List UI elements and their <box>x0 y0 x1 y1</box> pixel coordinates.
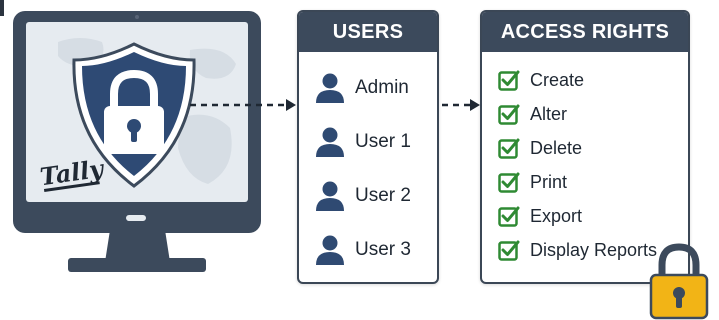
checkbox-checked-icon[interactable] <box>498 239 520 261</box>
user-item-label: User 3 <box>355 239 411 260</box>
user-item-label: User 2 <box>355 185 411 206</box>
checkbox-checked-icon[interactable] <box>498 171 520 193</box>
user-item-admin[interactable]: Admin <box>315 70 409 106</box>
right-item-label: Display Reports <box>530 239 658 260</box>
user-icon <box>316 235 344 265</box>
padlock-icon <box>649 243 709 320</box>
right-item-create[interactable]: Create <box>498 66 584 94</box>
users-panel: USERS Admin User 1 User 2 User 3 <box>297 10 439 284</box>
right-item-export[interactable]: Export <box>498 202 582 230</box>
checkbox-checked-icon[interactable] <box>498 103 520 125</box>
checkbox-checked-icon[interactable] <box>498 205 520 227</box>
user-item-user-3[interactable]: User 3 <box>315 232 411 268</box>
right-item-delete[interactable]: Delete <box>498 134 582 162</box>
right-item-label: Alter <box>530 103 568 124</box>
access-rights-panel: ACCESS RIGHTS Create Alter Delete Print <box>480 10 690 284</box>
right-item-display-reports[interactable]: Display Reports <box>498 236 657 264</box>
checkbox-checked-icon[interactable] <box>498 69 520 91</box>
right-item-label: Delete <box>530 137 583 158</box>
user-item-user-1[interactable]: User 1 <box>315 124 411 160</box>
user-item-user-2[interactable]: User 2 <box>315 178 411 214</box>
user-icon <box>316 73 344 103</box>
right-item-label: Export <box>530 205 583 226</box>
user-icon <box>316 127 344 157</box>
checkbox-checked-icon[interactable] <box>498 137 520 159</box>
user-icon <box>316 181 344 211</box>
right-item-alter[interactable]: Alter <box>498 100 567 128</box>
arrow-monitor-to-users <box>190 99 296 111</box>
users-panel-title: USERS <box>299 12 437 52</box>
access-rights-panel-title: ACCESS RIGHTS <box>482 12 688 52</box>
arrow-users-to-rights <box>442 99 480 111</box>
right-item-label: Print <box>530 171 568 192</box>
user-item-label: Admin <box>355 77 409 98</box>
right-item-label: Create <box>530 69 585 90</box>
shield-lock-icon <box>72 42 196 188</box>
right-item-print[interactable]: Print <box>498 168 567 196</box>
user-item-label: User 1 <box>355 131 411 152</box>
edge-mark <box>0 0 4 16</box>
